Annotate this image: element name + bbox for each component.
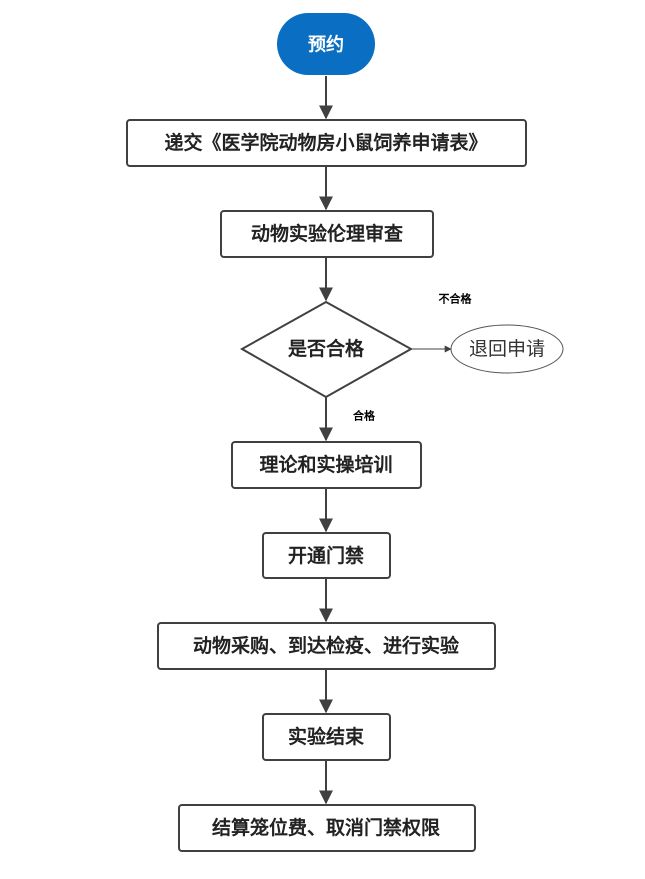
step-ethics-review-box <box>220 210 434 258</box>
decision-node: 是否合格 <box>239 300 414 399</box>
step-settlement-label: 结算笼位费、取消门禁权限 <box>212 816 440 839</box>
step-purchase-box <box>157 622 496 670</box>
step-purchase-label: 动物采购、到达检疫、进行实验 <box>193 634 460 657</box>
edge-label-pass: 合格 <box>353 409 376 423</box>
step-settlement-box <box>178 804 476 852</box>
step-purchase: 动物采购、到达检疫、进行实验 <box>157 622 496 670</box>
step-training: 理论和实操培训 <box>231 441 422 489</box>
step-training-box <box>231 441 422 489</box>
connectors <box>319 76 452 805</box>
start-node-shape <box>277 13 375 75</box>
step-ethics-review-label: 动物实验伦理审查 <box>251 222 404 245</box>
reject-label: 退回申请 <box>469 338 545 360</box>
reject-ellipse <box>450 324 564 374</box>
step-submit-form-label: 递交《医学院动物房小鼠饲养申请表》 <box>164 131 487 154</box>
step-settlement: 结算笼位费、取消门禁权限 <box>178 804 476 852</box>
step-access-label: 开通门禁 <box>288 544 364 567</box>
decision-diamond <box>239 300 414 399</box>
step-ethics-review: 动物实验伦理审查 <box>220 210 434 258</box>
step-access-box <box>262 532 391 579</box>
step-submit-form-box <box>126 119 527 167</box>
start-node: 预约 <box>277 13 375 75</box>
step-submit-form: 递交《医学院动物房小鼠饲养申请表》 <box>126 119 527 167</box>
step-experiment-end-box <box>262 713 391 761</box>
start-node-label: 预约 <box>308 34 344 56</box>
edge-label-fail: 不合格 <box>439 292 473 306</box>
step-experiment-end: 实验结束 <box>262 713 391 761</box>
decision-label: 是否合格 <box>288 337 365 360</box>
reject-node: 退回申请 <box>450 324 564 374</box>
step-training-label: 理论和实操培训 <box>259 453 392 476</box>
step-experiment-end-label: 实验结束 <box>288 725 365 748</box>
step-access: 开通门禁 <box>262 532 391 579</box>
